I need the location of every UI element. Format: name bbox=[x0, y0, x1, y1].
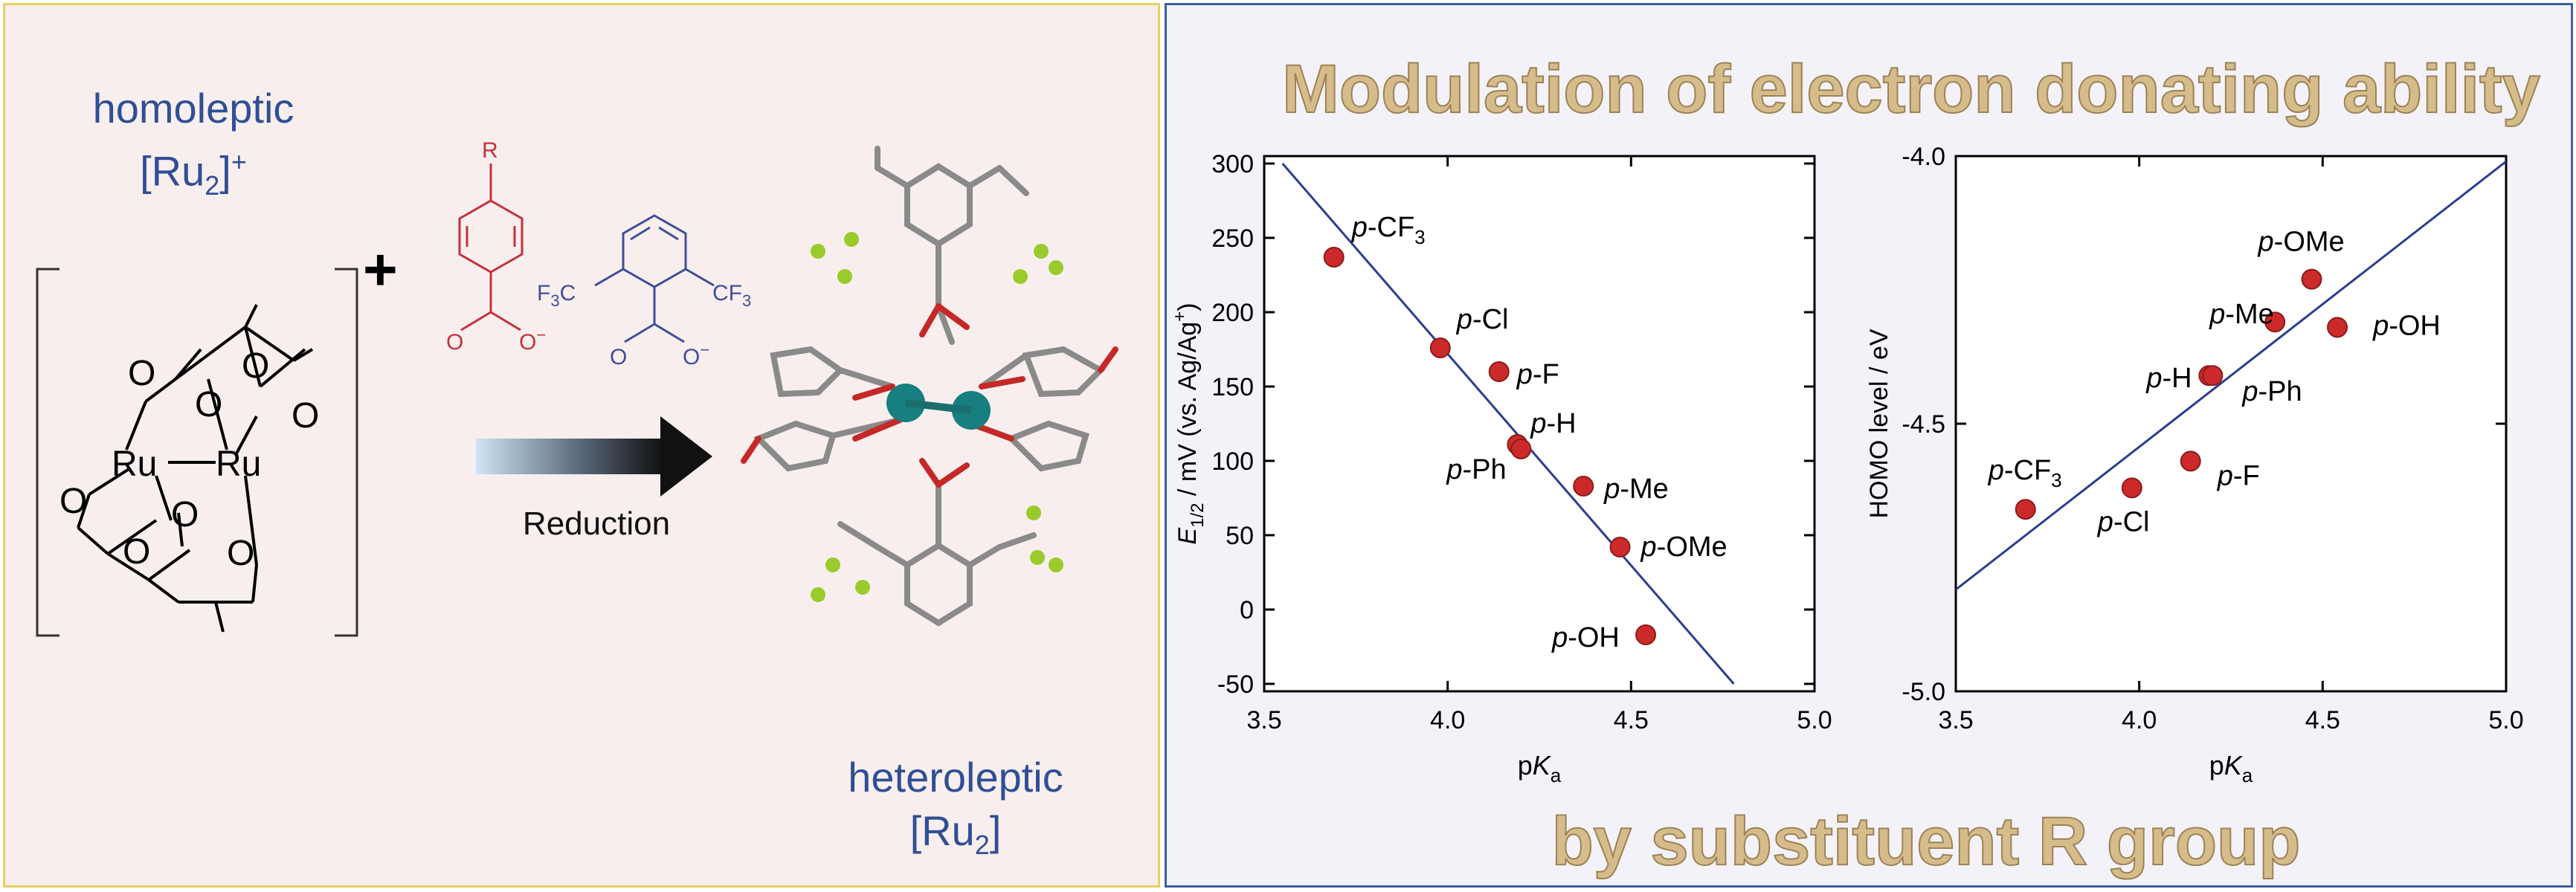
plot-frame bbox=[1263, 155, 1816, 693]
x-tick-label: 4.5 bbox=[2305, 706, 2340, 734]
svg-text:O: O bbox=[59, 482, 87, 521]
headline-bottom: by substituent R group bbox=[1551, 803, 2302, 880]
point-label: p-OMe bbox=[1640, 531, 1727, 563]
y-axis-label: E1/2 / mV (vs. Ag/Ag+) bbox=[1170, 303, 1208, 544]
y-axis-label: HOMO level / eV bbox=[1865, 329, 1893, 518]
y-tick-label: 0 bbox=[1240, 596, 1254, 624]
x-tick-label: 5.0 bbox=[2488, 706, 2523, 734]
point-label: p-OMe bbox=[2258, 227, 2345, 258]
svg-text:O: O bbox=[227, 534, 254, 573]
x-tick-label: 5.0 bbox=[1797, 706, 1832, 734]
y-tick-label: 50 bbox=[1226, 522, 1254, 550]
x-tick-label: 3.5 bbox=[1938, 706, 1973, 734]
homoleptic-label: homoleptic [Ru2]+ bbox=[92, 85, 294, 201]
data-point bbox=[1573, 476, 1594, 497]
x-tick-label: 4.5 bbox=[1614, 706, 1649, 734]
fit-line bbox=[1281, 163, 1735, 685]
benzoate-reagent bbox=[458, 164, 524, 332]
point-label: p-Ph bbox=[2241, 376, 2302, 407]
plot-frame bbox=[1954, 155, 2508, 693]
y-tick-label: 100 bbox=[1211, 447, 1254, 476]
point-label: p-OH bbox=[1551, 622, 1620, 653]
paddlewheel-atoms: O O O O O O O O Ru Ru bbox=[59, 346, 319, 573]
reaction-scheme: O O O O O O O O Ru Ru + R O O− bbox=[36, 138, 1118, 637]
left-bracket bbox=[36, 268, 59, 637]
cf3-reagent-oxygen-1: O bbox=[610, 345, 627, 369]
reagent-oxygen-1: O bbox=[446, 330, 463, 355]
data-point bbox=[2121, 477, 2142, 499]
svg-text:Ru: Ru bbox=[112, 445, 157, 484]
fit-line bbox=[1956, 161, 2506, 591]
point-label: p-F bbox=[1516, 359, 1559, 390]
svg-text:Ru: Ru bbox=[216, 445, 261, 484]
point-label: p-OH bbox=[2372, 310, 2441, 341]
y-tick-label: -5.0 bbox=[1902, 678, 1945, 706]
y-tick-label: -4.0 bbox=[1902, 143, 1945, 171]
point-label: p-Cl bbox=[1456, 304, 1509, 335]
right-bracket bbox=[335, 268, 358, 637]
data-point bbox=[1488, 361, 1510, 382]
data-point bbox=[1609, 537, 1631, 558]
plus-sign: + bbox=[363, 236, 398, 303]
point-label: p-H bbox=[2145, 363, 2192, 394]
data-point bbox=[2301, 268, 2322, 290]
x-axis-label: pKa bbox=[2209, 750, 2253, 786]
data-point bbox=[2180, 450, 2201, 472]
data-point bbox=[1510, 439, 1532, 459]
heteroleptic-label: heteroleptic [Ru2] bbox=[848, 754, 1063, 861]
cf3-right-label: CF3 bbox=[712, 281, 751, 310]
point-label: p-Me bbox=[2209, 299, 2274, 330]
point-label: p-CF3 bbox=[1988, 455, 2062, 491]
point-label: p-Cl bbox=[2097, 506, 2150, 537]
data-point bbox=[2202, 365, 2224, 387]
heteroleptic-structure bbox=[741, 146, 1118, 627]
x-axis-label: pKa bbox=[1518, 750, 1562, 786]
cf3-reagent-oxygen-2: O− bbox=[683, 340, 709, 369]
svg-text:O: O bbox=[171, 495, 199, 534]
data-point bbox=[1429, 337, 1451, 358]
svg-text:O: O bbox=[195, 385, 222, 424]
y-tick-label: -50 bbox=[1217, 670, 1254, 699]
y-tick-label: 300 bbox=[1211, 150, 1254, 178]
cf3-benzoate-reagent bbox=[594, 214, 715, 343]
cf3-left-label: F3C bbox=[537, 281, 576, 310]
reagent-oxygen-2: O− bbox=[519, 326, 546, 355]
data-point bbox=[2264, 311, 2286, 333]
reduction-label: Reduction bbox=[522, 505, 671, 542]
y-tick-label: -4.5 bbox=[1902, 410, 1945, 439]
y-tick-label: 250 bbox=[1211, 224, 1254, 253]
point-label: p-F bbox=[2217, 460, 2260, 491]
svg-text:O: O bbox=[128, 354, 155, 393]
paddlewheel-structure bbox=[77, 304, 314, 633]
homo-level-chart: 3.5 4.0 4.5 5.0 -5.0 -4.5 -4.0 p-CF3 p-Cl p-F p-H p… bbox=[1865, 143, 2524, 786]
x-tick-label: 4.0 bbox=[1430, 706, 1465, 734]
data-point bbox=[1323, 247, 1345, 268]
data-point bbox=[2327, 317, 2348, 338]
data-point bbox=[2015, 499, 2036, 520]
svg-text:O: O bbox=[123, 532, 150, 572]
redox-potential-chart: 3.5 4.0 4.5 5.0 -50 0 50 100 150 200 250 300 p-CF3 p-… bbox=[1170, 150, 1832, 786]
svg-text:O: O bbox=[292, 396, 319, 436]
point-label: p-H bbox=[1530, 408, 1576, 439]
substituent-r: R bbox=[482, 138, 498, 163]
y-tick-label: 200 bbox=[1211, 299, 1254, 327]
reduction-arrow bbox=[476, 416, 712, 497]
svg-text:O: O bbox=[242, 346, 269, 386]
data-point bbox=[1635, 624, 1657, 645]
headline-top: Modulation of electron donating ability bbox=[1281, 51, 2541, 128]
point-label: p-CF3 bbox=[1351, 212, 1426, 248]
point-label: p-Ph bbox=[1446, 454, 1506, 485]
y-tick-label: 150 bbox=[1211, 373, 1254, 401]
x-tick-label: 4.0 bbox=[2122, 706, 2157, 734]
point-label: p-Me bbox=[1603, 474, 1669, 505]
x-tick-label: 3.5 bbox=[1246, 706, 1281, 734]
